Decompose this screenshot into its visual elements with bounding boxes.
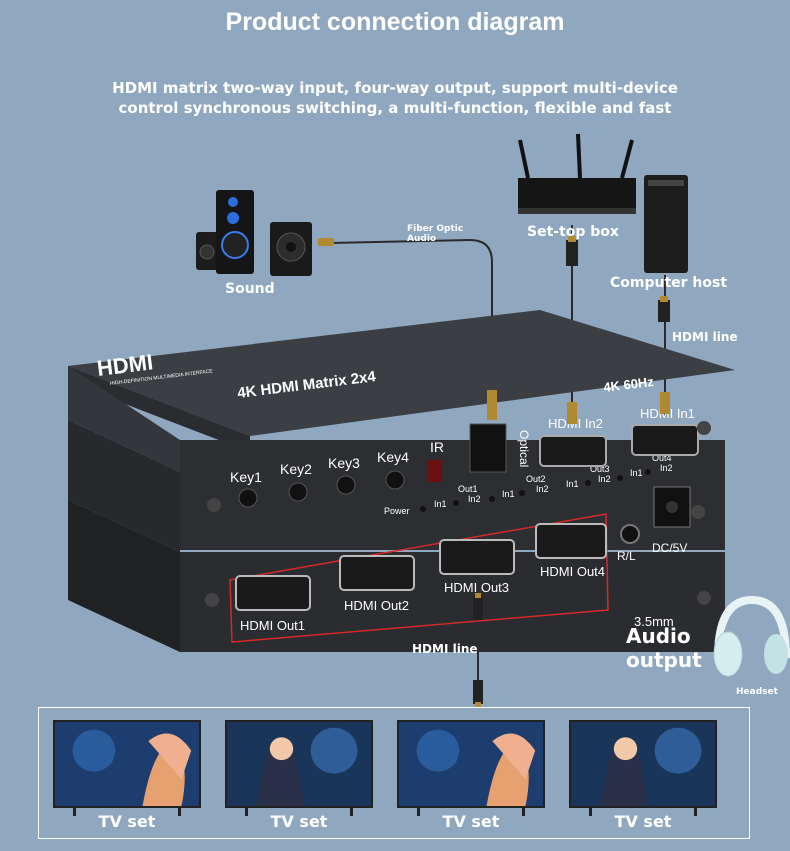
out2-in1-led — [519, 490, 525, 496]
audio-output-label: Audio output — [626, 624, 702, 672]
out3-in1-led — [585, 480, 591, 486]
out2-in2-label: In2 — [536, 484, 549, 494]
tv-screen-1 — [53, 720, 201, 808]
rl-audio-jack — [620, 524, 640, 544]
matrix-top-face — [68, 310, 735, 436]
ir-label: IR — [430, 439, 444, 455]
out4-label: Out4 — [652, 453, 672, 463]
subtitle: HDMI matrix two-way input, four-way outp… — [60, 78, 730, 118]
tv-set-1: TV set — [53, 720, 201, 831]
dc-label: DC/5V — [652, 541, 687, 555]
optical-port — [469, 423, 507, 473]
hdmi-out4: HDMI Out4 — [535, 523, 607, 579]
hdmi-out3-label: HDMI Out3 — [444, 580, 509, 595]
hdmi-out3: HDMI Out3 — [439, 539, 515, 595]
matrix-front-panel — [68, 366, 180, 472]
key4-button[interactable] — [385, 470, 405, 490]
key2-label: Key2 — [280, 461, 312, 477]
out4-in1-led — [645, 469, 651, 475]
key1-button[interactable] — [238, 488, 258, 508]
hdmi-out2-label: HDMI Out2 — [344, 598, 409, 613]
key3-button[interactable] — [336, 475, 356, 495]
subtitle-line-2: control synchronous switching, a multi-f… — [118, 99, 672, 117]
fiber-optic-label: Fiber Optic Audio — [407, 224, 463, 244]
out1-in1-label: In1 — [434, 499, 447, 509]
headset-icon — [713, 595, 790, 677]
power-label: Power — [384, 506, 410, 516]
hdmi-line-top-label: HDMI line — [672, 330, 738, 344]
out4-in2-label: In2 — [660, 463, 673, 473]
matrix-resolution: 4K 60Hz — [603, 374, 656, 395]
fiber-optic-line-1: Fiber Optic — [407, 224, 464, 234]
out1-label: Out1 — [458, 484, 478, 494]
hdmi-out2: HDMI Out2 — [339, 555, 415, 613]
headset-label: Headset — [736, 687, 778, 697]
hdmi-in2-port — [539, 435, 607, 467]
set-top-box-label: Set-top box — [527, 224, 619, 240]
key1-label: Key1 — [230, 469, 262, 485]
hdmi-line-bottom-label: HDMI line — [412, 642, 478, 656]
ir-sensor — [428, 460, 442, 482]
tv-label-3: TV set — [442, 812, 500, 831]
computer-host-icon — [644, 175, 688, 322]
hdmi-out1-label: HDMI Out1 — [240, 618, 305, 633]
optical-cable — [329, 238, 493, 410]
connection-diagram: HDMI HIGH-DEFINITION MULTIMEDIA INTERFAC… — [68, 133, 790, 707]
rl-label: R/L — [617, 549, 636, 563]
out1-in1-led — [453, 500, 459, 506]
jack-size-label: 3.5mm — [634, 614, 674, 629]
set-top-box-icon — [518, 133, 636, 266]
out3-in1-label: In1 — [566, 479, 579, 489]
out1-in2-label: In2 — [468, 494, 481, 504]
page-title: Product connection diagram — [225, 8, 565, 36]
power-led — [420, 506, 426, 512]
sound-system-icon — [196, 190, 334, 276]
tv-set-3: TV set — [397, 720, 545, 831]
out3-in2-label: In2 — [598, 474, 611, 484]
tv-screen-4 — [569, 720, 717, 808]
sound-label: Sound — [225, 281, 275, 297]
tv-row: TV set TV set TV set TV set — [38, 707, 750, 839]
tv-label-4: TV set — [614, 812, 672, 831]
optical-label: Optical — [517, 430, 531, 467]
hdmi-out4-label: HDMI Out4 — [540, 564, 605, 579]
out2-in1-label: In1 — [502, 489, 515, 499]
key3-label: Key3 — [328, 455, 360, 471]
tv-label-1: TV set — [98, 812, 156, 831]
key2-button[interactable] — [288, 482, 308, 502]
subtitle-line-1: HDMI matrix two-way input, four-way outp… — [112, 79, 678, 97]
out4-in1-label: In1 — [630, 468, 643, 478]
tv-label-2: TV set — [270, 812, 328, 831]
fiber-optic-line-2: Audio — [407, 234, 437, 244]
out1-in2-led — [489, 496, 495, 502]
tv-set-4: TV set — [569, 720, 717, 831]
audio-output-line-1: Audio — [626, 624, 691, 648]
hdmi-in1-port — [631, 424, 699, 456]
tv-screen-3 — [397, 720, 545, 808]
screw-icons — [205, 421, 711, 607]
tv-set-2: TV set — [225, 720, 373, 831]
key4-label: Key4 — [377, 449, 409, 465]
tv-screen-2 — [225, 720, 373, 808]
out2-label: Out2 — [526, 474, 546, 484]
hdmi-out1: HDMI Out1 — [235, 575, 311, 633]
computer-host-label: Computer host — [610, 275, 728, 291]
out3-label: Out3 — [590, 464, 610, 474]
audio-output-line-2: output — [626, 648, 702, 672]
key-buttons: Key1 Key2 Key3 Key4 — [230, 449, 409, 508]
outputs-highlight — [229, 513, 609, 643]
out3-in2-led — [617, 475, 623, 481]
